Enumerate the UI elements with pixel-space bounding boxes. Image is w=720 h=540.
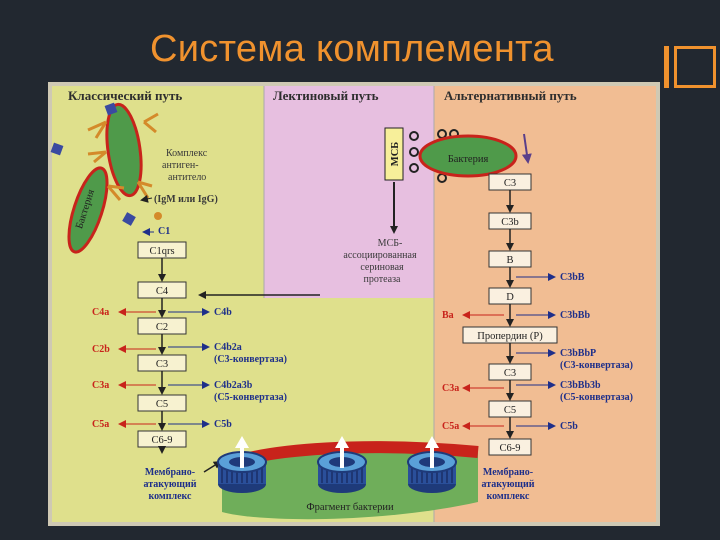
classical-left-product: C3a: [92, 380, 109, 391]
classical-left-product: C5a: [92, 419, 109, 430]
alternative-left-product: C3a: [442, 383, 459, 394]
classical-right-product: C4b: [214, 307, 232, 318]
fragment-label: Фрагмент бактерии: [306, 502, 394, 513]
alternative-box-label: C6-9: [500, 443, 521, 454]
classical-right-product: C5b: [214, 419, 232, 430]
alternative-right-product: C3bB: [560, 272, 585, 283]
lectin-path: МСБ МСБ- ассоциированная сериновая проте…: [198, 127, 459, 299]
header-alternative: Альтернативный путь: [444, 88, 577, 103]
alternative-right-product: (C3-конвертаза): [560, 360, 633, 371]
classical-antigen-antibody: Бактерия: [50, 102, 162, 254]
classical-left-product: C4a: [92, 307, 109, 318]
classical-box-label: C4: [156, 286, 169, 297]
alternative-mac-line: Мембрано-: [483, 467, 533, 478]
alternative-bacterium-label: Бактерия: [448, 154, 489, 165]
complement-diagram: Классический путь Лектиновый путь Альтер…: [50, 86, 656, 522]
classical-left-product: C2b: [92, 344, 110, 355]
header-classical: Классический путь: [68, 88, 182, 103]
classical-right-product: C4b2a: [214, 342, 242, 353]
mac-pore: [317, 436, 367, 493]
lectin-msb-label: МСБ: [390, 142, 401, 166]
classical-box-label: C5: [156, 399, 168, 410]
alternative-left-product: Ba: [442, 310, 454, 321]
protease-line-4: протеаза: [364, 274, 402, 285]
classical-right-product: C4b2a3b: [214, 380, 253, 391]
protease-line-1: МСБ-: [378, 238, 403, 249]
header-lectin: Лектиновый путь: [273, 88, 379, 103]
alternative-left-product: C5a: [442, 421, 459, 432]
classical-box-label: C3: [156, 359, 168, 370]
protease-line-3: сериновая: [360, 262, 404, 273]
classical-right-product: (C5-конвертаза): [214, 392, 287, 403]
classical-box-label: C2: [156, 322, 168, 333]
alternative-box-label: C3b: [501, 217, 519, 228]
slide-title: Система комплемента: [150, 28, 554, 70]
complex-line-3: антитело: [168, 172, 206, 183]
complex-line-1: Комплекс: [166, 148, 208, 159]
alternative-box-label: C3: [504, 368, 516, 379]
classical-right-product: (C3-конвертаза): [214, 354, 287, 365]
classical-mac-line: комплекс: [148, 491, 192, 502]
mac-pores: [217, 436, 457, 493]
complex-line-2: антиген-: [162, 160, 199, 171]
alternative-right-product: C5b: [560, 421, 578, 432]
alternative-box-label: C5: [504, 405, 516, 416]
protease-line-2: ассоциированная: [343, 250, 417, 261]
alternative-box-label: D: [506, 292, 514, 303]
title-accent-box: [674, 46, 716, 88]
alternative-right-product: C3bBb3b: [560, 380, 601, 391]
classical-mac-line: Мембрано-: [145, 467, 195, 478]
mac-pore: [407, 436, 457, 493]
classical-c1-label: C1: [158, 226, 170, 237]
classical-box-label: C1qrs: [149, 246, 174, 257]
alternative-box-label: B: [506, 255, 513, 266]
classical-box-label: C6-9: [152, 435, 173, 446]
mac-pore: [217, 436, 267, 493]
alternative-bacterium: Бактерия: [418, 133, 532, 178]
alternative-mac-line: комплекс: [486, 491, 530, 502]
alternative-right-product: (C5-конвертаза): [560, 392, 633, 403]
alternative-box: [488, 438, 532, 456]
complex-line-4: (IgM или IgG): [154, 194, 218, 205]
alternative-right-product: C3bBbP: [560, 348, 596, 359]
alternative-box-label: Пропердин (P): [477, 331, 543, 342]
alternative-mac-line: атакующий: [481, 479, 534, 490]
title-accent-bar: [664, 46, 669, 88]
alternative-right-product: C3bBb: [560, 310, 590, 321]
classical-mac-line: атакующий: [143, 479, 196, 490]
alternative-box-label: C3: [504, 178, 516, 189]
lectin-panel: [264, 86, 434, 298]
